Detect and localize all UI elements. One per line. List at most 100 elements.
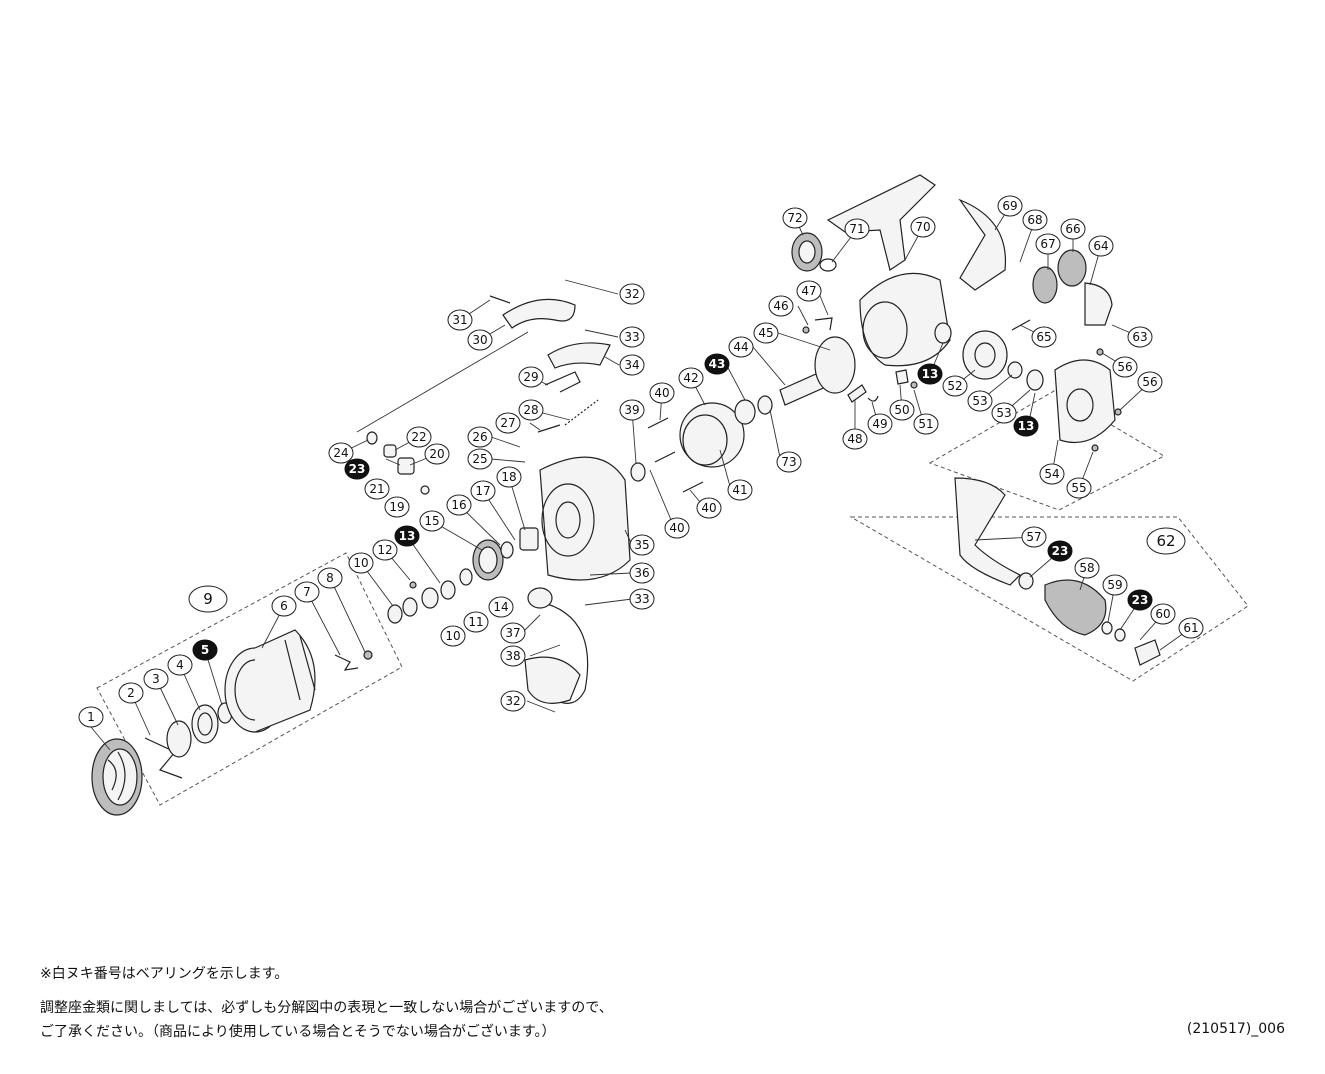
part-number: 50 [894,403,909,417]
part-callout: 40 [664,517,690,539]
part-callout: 68 [1022,209,1048,231]
bearing-part-callout: 5 [192,639,218,661]
callout-oval [1112,356,1138,378]
part-callout: 73 [776,451,802,473]
part-callout: 25 [467,448,493,470]
part-number: 33 [624,330,639,344]
part-number: 66 [1065,222,1080,236]
part-callout: 29 [518,366,544,388]
part-number: 17 [475,484,490,498]
callout-oval [500,690,526,712]
part-callout: 3 [143,668,169,690]
part-number: 60 [1155,607,1170,621]
part-number: 68 [1027,213,1042,227]
part-callout: 71 [844,218,870,240]
callout-oval [997,195,1023,217]
part-callout: 58 [1074,557,1100,579]
callout-oval [348,552,374,574]
part-callout: 27 [495,412,521,434]
part-number: 40 [669,521,684,535]
part-number: 40 [701,501,716,515]
part-callout: 26 [467,426,493,448]
callout-oval [844,218,870,240]
bearing-part-callout: 23 [1047,540,1073,562]
callout-oval [1022,209,1048,231]
part-number: 4 [176,658,184,672]
callout-oval [619,283,645,305]
callout-oval [704,353,730,375]
part-callout: 4 [167,654,193,676]
part-number: 47 [801,284,816,298]
part-number: 58 [1079,561,1094,575]
part-number: 7 [303,585,311,599]
part-number: 59 [1107,578,1122,592]
callout-oval [440,625,466,647]
callout-oval [518,366,544,388]
callout-oval [796,280,822,302]
part-callout: 18 [496,466,522,488]
callout-oval [1150,603,1176,625]
part-callout: 63 [1127,326,1153,348]
part-number: 10 [353,556,368,570]
callout-oval [364,478,390,500]
part-callout: 16 [446,494,472,516]
part-number: 45 [758,326,773,340]
part-number: 25 [472,452,487,466]
part-callout: 53 [967,390,993,412]
spool-parts [91,580,456,816]
part-callout: 56 [1112,356,1138,378]
part-callout: 15 [419,510,445,532]
part-callout: 31 [447,309,473,331]
callout-oval [424,443,450,465]
part-number: 27 [500,416,515,430]
part-number: 32 [505,694,520,708]
callout-oval [1074,557,1100,579]
part-number: 1 [87,710,95,724]
part-number: 18 [501,470,516,484]
callout-oval [446,494,472,516]
part-callout: 49 [867,413,893,435]
callout-oval [118,682,144,704]
part-number: 38 [505,649,520,663]
part-number: 23 [349,462,366,476]
callout-oval [470,480,496,502]
part-number: 15 [424,514,439,528]
part-callout: 66 [1060,218,1086,240]
part-callout: 60 [1150,603,1176,625]
callout-oval [447,309,473,331]
part-callout: 36 [629,562,655,584]
callout-oval [1102,574,1128,596]
callout-oval [384,496,410,518]
part-callout: 45 [753,322,779,344]
callout-oval [727,479,753,501]
callout-oval [664,517,690,539]
callout-oval [467,426,493,448]
part-number: 30 [472,333,487,347]
part-callout: 53 [991,402,1017,424]
part-callout: 51 [913,413,939,435]
group-callout-oval [188,585,228,613]
handle-group-outline [849,516,1249,682]
part-number: 64 [1093,239,1108,253]
callout-oval [629,562,655,584]
part-callout: 14 [488,596,514,618]
part-number: 46 [773,299,788,313]
callout-oval [913,413,939,435]
part-callout: 28 [518,399,544,421]
part-number: 63 [1132,330,1147,344]
callout-oval [1137,371,1163,393]
callout-oval [649,382,675,404]
part-callout: 6 [271,595,297,617]
part-callout: 21 [364,478,390,500]
part-number: 44 [733,340,748,354]
rotor-parts [366,295,631,704]
part-number: 61 [1183,621,1198,635]
callout-oval [372,539,398,561]
part-number: 29 [523,370,538,384]
part-callout: 61 [1178,617,1204,639]
washer-note-line-2: ご了承ください。（商品により使用している場合とそうでない場合がございます。） [40,1024,556,1040]
part-callout: 65 [1031,326,1057,348]
callout-oval [991,402,1017,424]
part-callout: 24 [328,442,354,464]
part-number: 36 [634,566,649,580]
